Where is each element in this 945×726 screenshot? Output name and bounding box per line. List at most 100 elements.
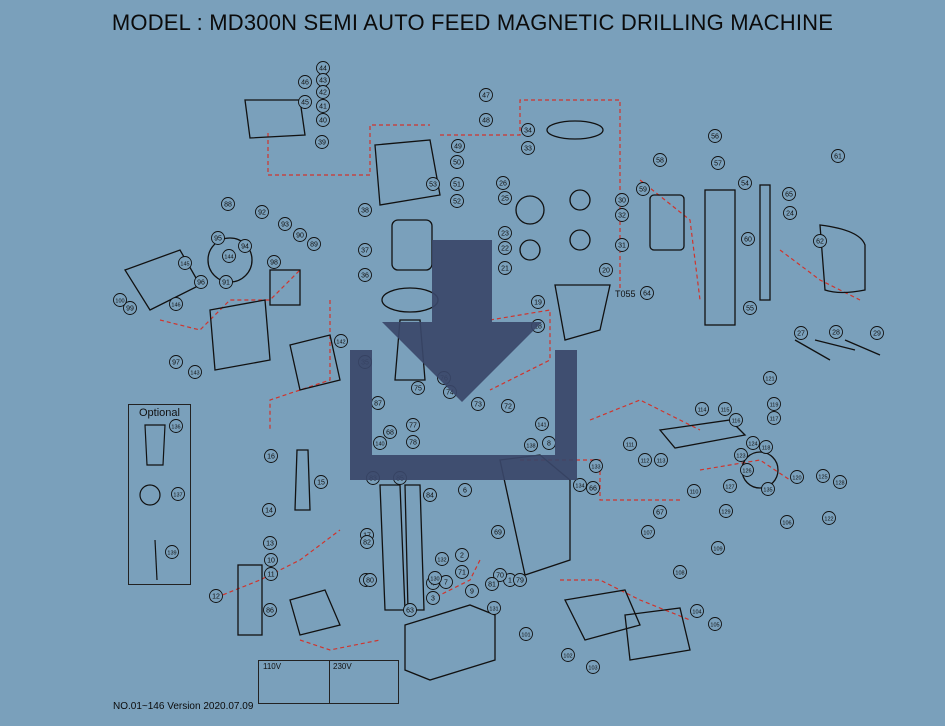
callout-label-69: 69 [494, 530, 502, 537]
callout-100 [113, 293, 127, 307]
callout-label-145: 145 [180, 262, 189, 268]
callout-label-141: 141 [537, 423, 546, 429]
callout-101 [519, 627, 533, 641]
callout-label-28: 28 [832, 330, 840, 337]
callout-63 [403, 603, 417, 617]
part-optional-pin [154, 539, 158, 581]
part-housing-left [209, 299, 271, 371]
callout-label-59: 59 [639, 187, 647, 194]
callout-50 [450, 155, 464, 169]
callout-61 [831, 149, 845, 163]
callout-label-103: 103 [588, 666, 597, 672]
optional-callout-label-137: 137 [173, 493, 182, 499]
callout-11 [264, 567, 278, 581]
callout-130 [428, 571, 442, 585]
callout-78 [406, 435, 420, 449]
callout-label-22: 22 [501, 246, 509, 253]
callout-label-119: 119 [770, 403, 779, 409]
callout-label-57: 57 [714, 161, 722, 168]
callout-label-11: 11 [267, 572, 274, 579]
callout-2 [455, 548, 469, 562]
callout-label-3: 3 [431, 596, 435, 603]
callout-label-92: 92 [258, 210, 266, 217]
callout-label-140: 140 [375, 442, 384, 448]
callout-label-56: 56 [711, 134, 719, 141]
callout-40 [316, 113, 330, 127]
download-icon[interactable] [350, 240, 577, 480]
callout-13 [263, 536, 277, 550]
callout-105 [708, 617, 722, 631]
optional-box: Optional [128, 404, 191, 585]
part-magnet-base [404, 604, 496, 681]
callout-60 [741, 232, 755, 246]
callout-65 [782, 187, 796, 201]
callout-label-80: 80 [366, 578, 374, 585]
callout-label-82: 82 [363, 540, 371, 547]
callout-98 [267, 255, 281, 269]
callout-42 [316, 85, 330, 99]
callout-59 [636, 182, 650, 196]
callout-label-32: 32 [618, 213, 626, 220]
callout-label-113: 113 [657, 459, 666, 465]
voltage-box: 110V 230V [258, 660, 399, 704]
callout-label-21: 21 [501, 266, 509, 273]
part-column [704, 189, 736, 326]
callout-14 [262, 503, 276, 517]
callout-label-71: 71 [458, 570, 466, 577]
callout-label-132: 132 [437, 558, 446, 564]
callout-107 [641, 525, 655, 539]
callout-label-146: 146 [171, 303, 180, 309]
callout-25 [498, 191, 512, 205]
callout-label-34: 34 [524, 128, 532, 135]
callout-118 [759, 440, 773, 454]
callout-134 [573, 478, 587, 492]
callout-label-99: 99 [126, 306, 134, 313]
callout-label-48: 48 [482, 118, 490, 125]
part-spindle-tube [237, 564, 263, 636]
callout-144 [222, 249, 236, 263]
part-feed-shaft [658, 419, 747, 449]
part-gear-large [515, 195, 545, 225]
callout-20 [599, 263, 613, 277]
callout-label-131: 131 [489, 607, 498, 613]
version-text: NO.01~146 Version 2020.07.09 [113, 701, 254, 712]
callout-label-111: 111 [626, 443, 634, 449]
callout-66 [586, 481, 600, 495]
part-motor-housing [374, 139, 441, 206]
callout-label-105: 105 [710, 623, 719, 629]
callout-52 [450, 194, 464, 208]
callout-label-117: 117 [770, 417, 779, 423]
callout-19 [531, 295, 545, 309]
part-oil-cylinder [649, 194, 685, 251]
callout-64 [640, 286, 654, 300]
callout-116 [729, 413, 743, 427]
callout-label-78: 78 [409, 440, 417, 447]
callout-75 [411, 381, 425, 395]
callout-label-97: 97 [172, 360, 180, 367]
callout-117 [767, 411, 781, 425]
callout-51 [450, 177, 464, 191]
callout-89 [307, 237, 321, 251]
callout-27 [794, 326, 808, 340]
callout-3 [426, 591, 440, 605]
callout-label-2: 2 [460, 553, 464, 560]
callout-label-40: 40 [319, 118, 327, 125]
callout-96 [194, 275, 208, 289]
callout-label-18: 18 [534, 324, 542, 331]
part-rails [379, 484, 425, 611]
callout-28 [829, 325, 843, 339]
callout-82 [360, 535, 374, 549]
callout-132 [435, 552, 449, 566]
callout-label-74: 74 [446, 390, 454, 397]
callout-label-72: 72 [504, 404, 512, 411]
voltage-230-panel: 230V [329, 661, 399, 703]
optional-callout-label-136: 136 [171, 425, 180, 431]
callout-label-138: 138 [526, 444, 535, 450]
callout-131 [487, 601, 501, 615]
side-text: T055 [615, 289, 636, 299]
callout-label-31: 31 [618, 243, 626, 250]
part-brush-holder [244, 99, 306, 139]
part-chip-guard [819, 224, 866, 294]
callout-124 [746, 436, 760, 450]
callout-label-93: 93 [281, 222, 289, 229]
